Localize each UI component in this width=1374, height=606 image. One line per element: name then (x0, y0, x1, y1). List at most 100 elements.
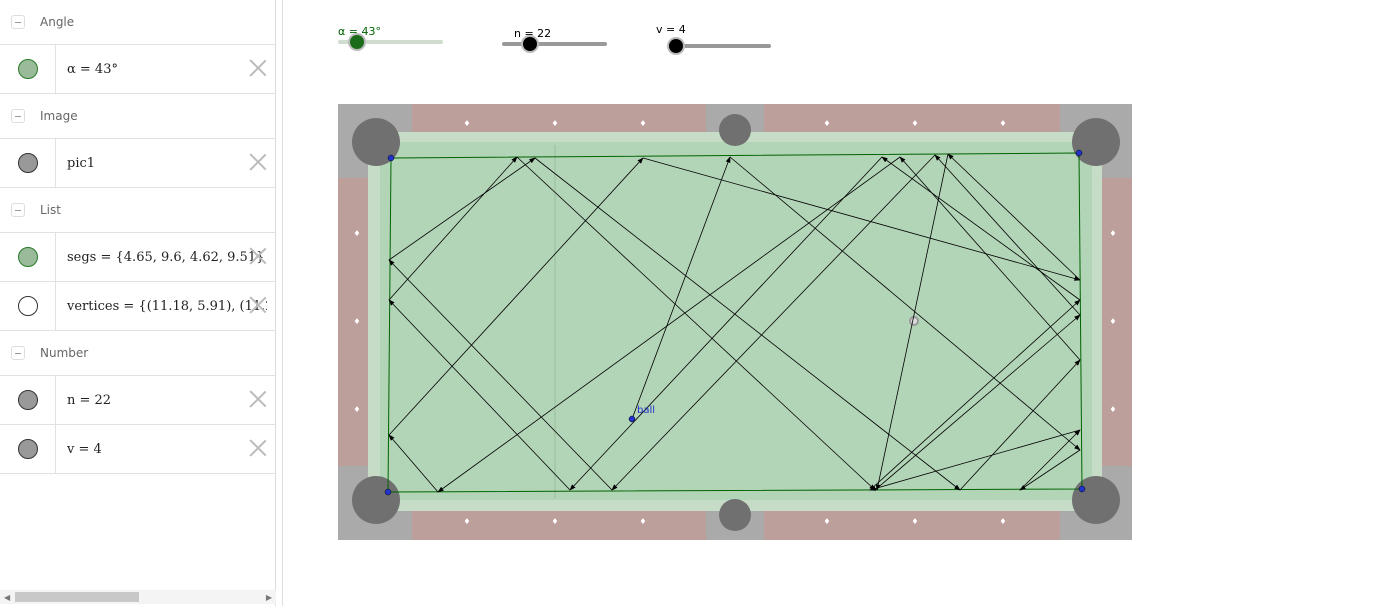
diamond-marker: ♦ (639, 517, 646, 526)
group-header-list[interactable]: List (0, 188, 275, 233)
scroll-right-icon[interactable]: ▶ (265, 593, 272, 602)
scrollbar-thumb[interactable] (15, 592, 139, 602)
felt (380, 142, 1092, 500)
delete-icon[interactable] (249, 296, 267, 314)
panel-divider[interactable] (276, 0, 283, 606)
algebra-item[interactable]: vertices = {(11.18, 5.91), (11.22, 1 (0, 282, 275, 331)
graphics-view[interactable]: α = 43° n = 22 v = 4 ♦♦♦♦♦♦♦♦♦♦♦♦♦♦♦♦♦♦b… (284, 0, 1374, 606)
diamond-marker: ♦ (639, 119, 646, 128)
pocket (1072, 118, 1120, 166)
algebra-item[interactable]: pic1 (0, 139, 275, 188)
pocket (1072, 476, 1120, 524)
diamond-marker: ♦ (551, 119, 558, 128)
trajectory-segment (874, 314, 1081, 491)
ball-point (628, 415, 636, 423)
pocket (719, 499, 751, 531)
algebra-expression[interactable]: segs = {4.65, 9.6, 4.62, 9.51} (67, 249, 265, 265)
marble-icon[interactable] (17, 439, 38, 459)
trajectory-segment (388, 157, 644, 436)
slider-1[interactable] (502, 42, 607, 46)
slider-handle[interactable] (522, 37, 537, 51)
group-header-image[interactable]: Image (0, 94, 275, 139)
visibility-toggle[interactable] (0, 45, 56, 93)
horizontal-scrollbar[interactable]: ◀ ▶ (0, 590, 276, 604)
delete-icon[interactable] (249, 153, 267, 171)
algebra-item[interactable]: segs = {4.65, 9.6, 4.62, 9.51} (0, 233, 275, 282)
marble-icon[interactable] (17, 296, 38, 316)
trajectory-segment (899, 156, 1081, 361)
trajectory-segment (947, 153, 1081, 281)
diamond-marker: ♦ (463, 517, 470, 526)
trajectory-segment (611, 154, 936, 491)
trajectory-segment (869, 299, 1081, 491)
algebra-expression[interactable]: n = 22 (67, 392, 112, 408)
trajectory-segment (388, 157, 536, 261)
visibility-toggle[interactable] (0, 233, 56, 281)
trajectory-segment (631, 156, 731, 420)
algebra-expression[interactable]: vertices = {(11.18, 5.91), (11.22, 1 (67, 298, 267, 314)
algebra-item[interactable]: n = 22 (0, 376, 275, 425)
foot-spot (909, 316, 919, 326)
slider-handle[interactable] (349, 35, 364, 49)
diamond-marker: ♦ (551, 517, 558, 526)
trajectory-segment (437, 156, 901, 493)
slider-handle[interactable] (669, 39, 683, 53)
trajectory-segment (388, 259, 613, 491)
diamond-marker: ♦ (353, 405, 360, 414)
diamond-marker: ♦ (911, 119, 918, 128)
diamond-marker: ♦ (823, 119, 830, 128)
delete-icon[interactable] (249, 439, 267, 457)
visibility-toggle[interactable] (0, 139, 56, 187)
collapse-icon[interactable] (11, 109, 25, 123)
slider-0[interactable] (338, 40, 443, 44)
diamond-marker: ♦ (999, 119, 1006, 128)
group-label: Angle (40, 15, 75, 29)
algebra-item[interactable]: α = 43° (0, 45, 275, 94)
diamond-marker: ♦ (1109, 229, 1116, 238)
diamond-marker: ♦ (463, 119, 470, 128)
pool-table-canvas[interactable]: ♦♦♦♦♦♦♦♦♦♦♦♦♦♦♦♦♦♦ball (284, 0, 1374, 606)
rail-left (338, 178, 368, 466)
collapse-icon[interactable] (11, 346, 25, 360)
diamond-marker: ♦ (911, 517, 918, 526)
trajectory-segment (1019, 429, 1081, 491)
visibility-toggle[interactable] (0, 376, 56, 424)
visibility-toggle[interactable] (0, 425, 56, 473)
slider-label: v = 4 (656, 23, 686, 36)
delete-icon[interactable] (249, 247, 267, 265)
visibility-toggle[interactable] (0, 282, 56, 330)
algebra-expression[interactable]: pic1 (67, 155, 96, 171)
vertex-point (384, 488, 392, 496)
collapse-icon[interactable] (11, 15, 25, 29)
group-label: List (40, 203, 61, 217)
rail-right (1102, 178, 1132, 466)
pocket (719, 114, 751, 146)
marble-icon[interactable] (17, 390, 38, 410)
delete-icon[interactable] (249, 59, 267, 77)
trajectory-segment (1019, 449, 1081, 491)
group-header-angle[interactable]: Angle (0, 0, 275, 45)
algebra-item[interactable]: v = 4 (0, 425, 275, 474)
trajectory-segment (881, 156, 1081, 301)
group-header-number[interactable]: Number (0, 331, 275, 376)
slider-2[interactable] (668, 44, 771, 48)
marble-icon[interactable] (17, 247, 38, 267)
pocket (352, 118, 400, 166)
algebra-expression[interactable]: α = 43° (67, 61, 118, 77)
group-label: Number (40, 346, 89, 360)
diamond-marker: ♦ (999, 517, 1006, 526)
delete-icon[interactable] (249, 390, 267, 408)
marble-icon[interactable] (17, 153, 38, 173)
marble-icon[interactable] (17, 59, 38, 79)
scroll-left-icon[interactable]: ◀ (4, 593, 11, 602)
trajectory-segment (875, 153, 949, 491)
vertex-point (387, 154, 395, 162)
trajectory-segment (869, 429, 1081, 491)
slider-label: n = 22 (514, 27, 552, 40)
trajectory-segment (388, 434, 439, 493)
vertex-point (1078, 485, 1086, 493)
collapse-icon[interactable] (11, 203, 25, 217)
algebra-expression[interactable]: v = 4 (67, 441, 102, 457)
trajectory-segment (934, 154, 1081, 316)
